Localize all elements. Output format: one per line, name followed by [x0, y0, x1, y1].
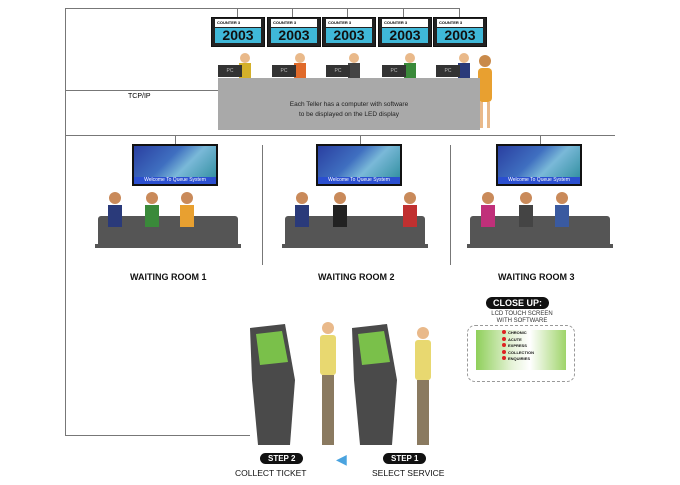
wire: [459, 8, 460, 18]
waiting-room-label: WAITING ROOM 1: [130, 272, 207, 282]
wire: [347, 8, 348, 18]
pc-icon: PC: [382, 65, 406, 77]
desk-description: Each Teller has a computer with software…: [289, 101, 409, 118]
wire: [237, 8, 238, 18]
kiosks-illustration: [250, 322, 431, 445]
tellers-illustration: [239, 53, 492, 128]
step-2-badge: STEP 2: [260, 453, 304, 464]
divider: [450, 145, 451, 265]
arrow-left-icon: ◀: [336, 451, 347, 467]
step-1-label: SELECT SERVICE: [372, 468, 445, 478]
pc-icon: PC: [436, 65, 460, 77]
closeup-badge: CLOSE UP:: [486, 297, 550, 309]
lcd-tv-display: Welcome To Queue System: [132, 144, 218, 186]
menu-item: COLLECTION: [476, 350, 566, 357]
step-2-label: COLLECT TICKET: [235, 468, 307, 478]
divider: [262, 145, 263, 265]
menu-item: CHRONIC: [476, 330, 566, 337]
wire: [65, 435, 250, 436]
pc-icon: PC: [218, 65, 242, 77]
closeup-frame: [467, 325, 575, 382]
touchscreen-menu: CHRONIC ACUTE EXPRESS COLLECTION ENQUIRI…: [476, 330, 566, 370]
wire: [65, 8, 460, 9]
waiting-room-label: WAITING ROOM 2: [318, 272, 395, 282]
wire: [65, 8, 66, 436]
wire: [292, 8, 293, 18]
wire: [65, 90, 218, 91]
wire: [65, 135, 615, 136]
lcd-tv-display: Welcome To Queue System: [496, 144, 582, 186]
step-1-badge: STEP 1: [383, 453, 427, 464]
pc-icon: PC: [272, 65, 296, 77]
wire: [403, 8, 404, 18]
pc-icon: PC: [326, 65, 350, 77]
menu-item: ENQUIRIES: [476, 356, 566, 363]
wire: [360, 135, 361, 145]
wire: [540, 135, 541, 145]
wire: [175, 135, 176, 145]
lcd-tv-display: Welcome To Queue System: [316, 144, 402, 186]
menu-item: EXPRESS: [476, 343, 566, 350]
teller-desk: [218, 78, 480, 130]
waiting-seats-illustration: [95, 192, 613, 248]
network-label: TCP/IP: [128, 93, 151, 100]
menu-item: ACUTE: [476, 337, 566, 344]
waiting-room-label: WAITING ROOM 3: [498, 272, 575, 282]
